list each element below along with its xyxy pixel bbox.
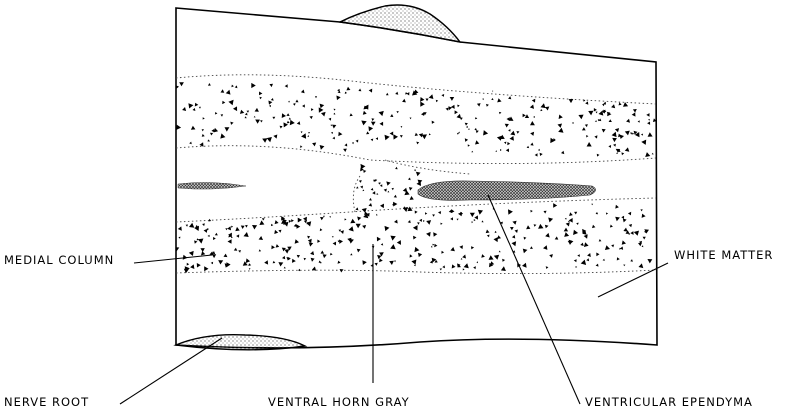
white-matter-label: WHITE MATTER [674, 250, 773, 262]
nerve-root-label: NERVE ROOT [4, 397, 89, 409]
ventral-horn-gray-label: VENTRAL HORN GRAY [268, 397, 410, 409]
nerve-root-leader [120, 338, 222, 404]
ventricular-ependyma-label: VENTRICULAR EPENDYMA [585, 397, 753, 409]
specimen-outline [176, 8, 657, 348]
medial-column-label: MEDIAL COLUMN [4, 255, 114, 267]
